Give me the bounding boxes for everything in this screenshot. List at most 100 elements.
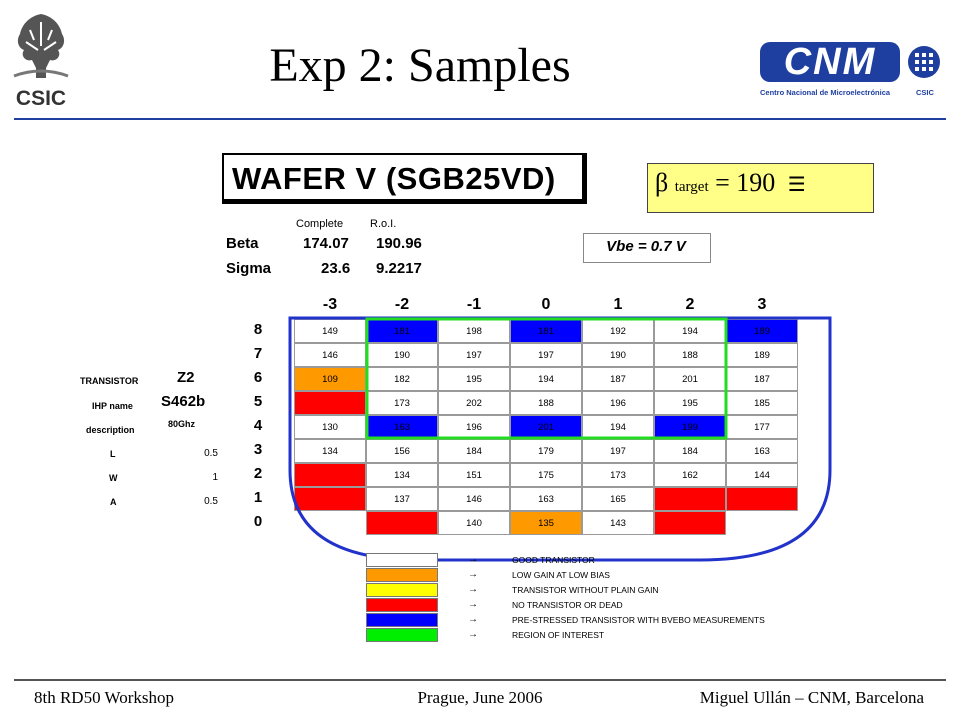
stats-beta-label: Beta: [226, 235, 259, 252]
wafer-cell: 134: [294, 439, 366, 463]
w-value: 1: [212, 472, 218, 483]
wafer-cell: 190: [366, 343, 438, 367]
footer-left: 8th RD50 Workshop: [34, 688, 174, 707]
wafer-cell: 189: [726, 343, 798, 367]
wafer-cell: 187: [582, 367, 654, 391]
wafer-cell: [294, 463, 366, 487]
wafer-cell: 163: [366, 415, 438, 439]
wafer-cell: 135: [510, 511, 582, 535]
w-label: W: [109, 473, 118, 483]
transistor-label: TRANSISTOR: [80, 376, 139, 386]
wafer-cell: 181: [510, 319, 582, 343]
legend-text: GOOD TRANSISTOR: [512, 555, 595, 565]
vbe-box: [583, 233, 711, 263]
column-header: 0: [541, 296, 551, 313]
footer-divider: [14, 679, 946, 681]
wafer-cell: 197: [510, 343, 582, 367]
stats-col-complete: Complete: [296, 218, 344, 230]
wafer-cell: 188: [510, 391, 582, 415]
wafer-cell: 187: [726, 367, 798, 391]
column-header: -1: [466, 296, 482, 313]
row-header: 4: [253, 417, 263, 434]
beta-symbol: β: [655, 168, 669, 197]
column-header: 3: [757, 296, 767, 313]
wafer-cell: 173: [366, 391, 438, 415]
row-header: 1: [253, 489, 263, 506]
wafer-cell: 196: [438, 415, 510, 439]
footer-center: Prague, June 2006: [417, 688, 543, 707]
legend-text: LOW GAIN AT LOW BIAS: [512, 570, 610, 580]
wafer-cell: 196: [582, 391, 654, 415]
legend-swatch: [366, 628, 438, 642]
header-divider: [14, 118, 946, 120]
beta-value: = 190: [715, 168, 776, 197]
legend-text: TRANSISTOR WITHOUT PLAIN GAIN: [512, 585, 659, 595]
wafer-cell: 182: [366, 367, 438, 391]
stats-sigma-roi: 9.2217: [376, 260, 422, 277]
ihp-value: S462b: [161, 393, 206, 410]
wafer-cell: 184: [438, 439, 510, 463]
wafer-cell: [654, 511, 726, 535]
wafer-cell: 149: [294, 319, 366, 343]
l-value: 0.5: [204, 448, 218, 459]
stats-sigma-label: Sigma: [226, 260, 272, 277]
wafer-cell: 162: [654, 463, 726, 487]
row-header: 7: [253, 345, 263, 362]
wafer-cell: 140: [438, 511, 510, 535]
l-label: L: [110, 449, 116, 459]
list-glyph-icon: ☰: [787, 174, 806, 196]
wafer-cell: [654, 487, 726, 511]
wafer-cell: 163: [726, 439, 798, 463]
wafer-cell: 194: [510, 367, 582, 391]
description-label: description: [86, 425, 135, 435]
wafer-cell: 146: [438, 487, 510, 511]
wafer-cell: 143: [582, 511, 654, 535]
legend-swatch: [366, 583, 438, 597]
chip-globe-icon: [908, 46, 940, 78]
cnm-logo: CNM Centro Nacional de Microelectrónica …: [760, 42, 946, 102]
wafer-cell: 146: [294, 343, 366, 367]
cnm-logo-caption-csic: CSIC: [916, 88, 934, 97]
legend-swatch: [366, 568, 438, 582]
csic-logo: CSIC: [10, 10, 72, 110]
wafer-cell: [726, 487, 798, 511]
wafer-cell: 192: [582, 319, 654, 343]
wafer-title: WAFER V (SGB25VD): [232, 161, 556, 196]
wafer-cell: 195: [654, 391, 726, 415]
legend-arrow: →: [468, 629, 478, 640]
wafer-cell: 151: [438, 463, 510, 487]
wafer-cell: 194: [654, 319, 726, 343]
wafer-cell: 134: [366, 463, 438, 487]
legend-arrow: →: [468, 584, 478, 595]
tree-logo-icon: [10, 10, 72, 84]
row-header: 0: [253, 513, 263, 530]
cnm-logo-text: CNM: [760, 42, 900, 82]
wafer-cell: 201: [654, 367, 726, 391]
wafer-cell: 137: [366, 487, 438, 511]
beta-sub: target: [674, 179, 709, 195]
wafer-cell: 156: [366, 439, 438, 463]
legend-arrow: →: [468, 614, 478, 625]
stats-beta-roi: 190.96: [376, 235, 422, 252]
transistor-value: Z2: [177, 369, 195, 386]
ihp-label: IHP name: [92, 401, 133, 411]
stats-sigma-complete: 23.6: [321, 260, 351, 277]
beta-target-box: [647, 163, 874, 213]
legend-arrow: →: [468, 599, 478, 610]
wafer-cell: 198: [438, 319, 510, 343]
wafer-cell: 184: [654, 439, 726, 463]
wafer-cell: 197: [438, 343, 510, 367]
beta-target: β target = 190 ☰: [655, 168, 806, 198]
legend-text: NO TRANSISTOR OR DEAD: [512, 600, 623, 610]
csic-logo-text: CSIC: [15, 87, 67, 110]
wafer-cell: 173: [582, 463, 654, 487]
row-header: 3: [253, 441, 263, 458]
wafer-cell: [366, 511, 438, 535]
footer-right: Miguel Ullán – CNM, Barcelona: [699, 688, 924, 707]
stats-col-roi: R.o.I.: [370, 218, 397, 230]
wafer-cell: 130: [294, 415, 366, 439]
wafer-cell: 188: [654, 343, 726, 367]
description-value: 80Ghz: [168, 419, 196, 429]
wafer-cell: 199: [654, 415, 726, 439]
legend-arrow: →: [468, 554, 478, 565]
